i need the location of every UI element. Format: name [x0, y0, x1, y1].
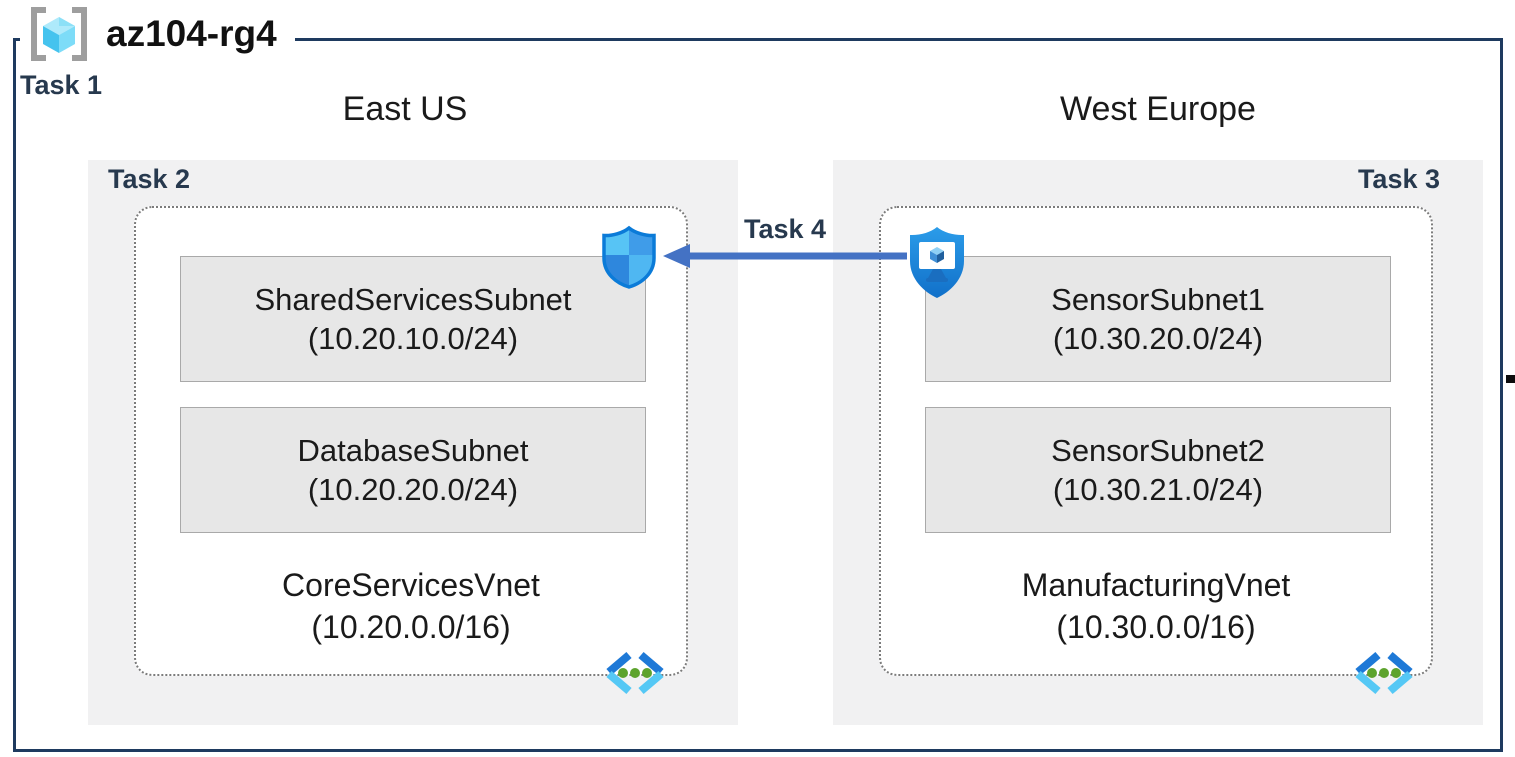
network-security-group-shield-icon — [602, 225, 656, 289]
vnet-name: CoreServicesVnet — [282, 567, 540, 603]
subnet-sensor1: SensorSubnet1 (10.30.20.0/24) — [925, 256, 1391, 382]
vnet-cidr: (10.30.0.0/16) — [1056, 609, 1256, 645]
subnet-name: DatabaseSubnet — [297, 433, 529, 468]
region-label-east-us: East US — [342, 90, 468, 128]
edge-tick-mark — [1506, 375, 1515, 383]
peering-arrow-left-icon — [663, 244, 907, 268]
virtual-network-chevron-icon — [606, 651, 664, 695]
subnet-sharedservices: SharedServicesSubnet (10.20.10.0/24) — [180, 256, 646, 382]
task3-label: Task 3 — [1357, 164, 1440, 194]
subnet-cidr: (10.30.20.0/24) — [1052, 321, 1264, 356]
resource-group-title: az104-rg4 — [106, 13, 277, 54]
task4-label: Task 4 — [743, 214, 827, 244]
bastion-shield-monitor-icon — [910, 227, 964, 298]
vnet-label-manufacturing: ManufacturingVnet (10.30.0.0/16) — [881, 564, 1431, 648]
task1-label: Task 1 — [20, 70, 103, 100]
subnet-database: DatabaseSubnet (10.20.20.0/24) — [180, 407, 646, 533]
vnet-name: ManufacturingVnet — [1021, 567, 1291, 603]
vnet-box-manufacturing: SensorSubnet1 (10.30.20.0/24) SensorSubn… — [879, 206, 1433, 676]
vnet-box-coreservices: SharedServicesSubnet (10.20.10.0/24) Dat… — [134, 206, 688, 676]
subnet-name: SensorSubnet1 — [1051, 282, 1265, 317]
vnet-label-coreservices: CoreServicesVnet (10.20.0.0/16) — [136, 564, 686, 648]
resource-group-header: az104-rg4 — [20, 4, 295, 64]
subnet-sensor2: SensorSubnet2 (10.30.21.0/24) — [925, 407, 1391, 533]
subnet-name: SensorSubnet2 — [1051, 433, 1265, 468]
subnet-cidr: (10.20.10.0/24) — [307, 321, 519, 356]
subnet-cidr: (10.30.21.0/24) — [1052, 472, 1264, 507]
virtual-network-chevron-icon — [1355, 651, 1413, 695]
task2-label: Task 2 — [108, 164, 191, 194]
subnet-name: SharedServicesSubnet — [254, 282, 572, 317]
resource-group-icon — [31, 7, 87, 61]
region-label-west-europe: West Europe — [1060, 90, 1256, 128]
subnet-cidr: (10.20.20.0/24) — [307, 472, 519, 507]
resource-group-frame — [13, 38, 1503, 752]
vnet-cidr: (10.20.0.0/16) — [311, 609, 511, 645]
